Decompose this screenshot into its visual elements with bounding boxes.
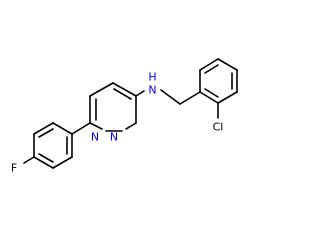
chlorophenyl-ring <box>199 58 238 119</box>
ring-nitrogen-1-label: N <box>91 131 99 144</box>
fluorine-label: F <box>11 162 17 175</box>
fluorophenyl-ring <box>23 122 73 169</box>
biaryl-bond <box>71 122 91 135</box>
molecule-structure: N H N N F Cl <box>11 58 238 175</box>
chlorine-label: Cl <box>213 121 224 134</box>
amine-linker <box>135 89 201 105</box>
ring-nitrogen-2-label: N <box>110 131 118 144</box>
amine-nitrogen-label: N <box>148 84 156 97</box>
amine-hydrogen-label: H <box>148 71 156 84</box>
pyridazine-ring <box>89 82 137 132</box>
